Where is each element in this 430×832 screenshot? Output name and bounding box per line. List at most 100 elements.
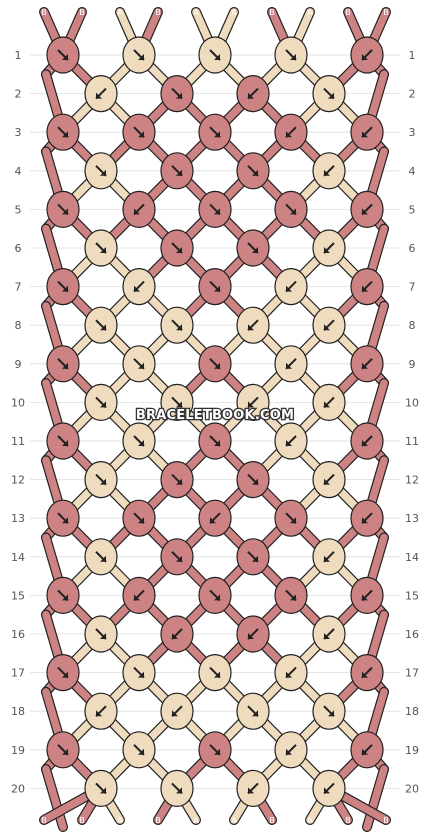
- arrow-down-right-icon: [57, 49, 69, 61]
- row-number-right: 8: [409, 319, 416, 332]
- knot: [46, 422, 80, 460]
- knot: [46, 345, 80, 383]
- knot: [236, 74, 270, 113]
- arrow-down-right-icon: [209, 744, 221, 756]
- arrow-down-right-icon: [209, 126, 221, 138]
- knot: [122, 190, 156, 228]
- strand-label-bottom: A: [231, 816, 237, 825]
- row-number-left: 13: [11, 512, 25, 525]
- knot: [236, 383, 270, 421]
- knot: [312, 229, 346, 267]
- row-number-right: 14: [405, 551, 419, 564]
- row-number-left: 6: [15, 242, 22, 255]
- arrow-down-right-icon: [57, 280, 69, 293]
- arrow-down-right-icon: [323, 705, 335, 717]
- row-number-right: 12: [405, 474, 419, 487]
- arrow-down-right-icon: [209, 435, 221, 447]
- arrow-down-right-icon: [133, 744, 145, 756]
- knot: [46, 113, 80, 151]
- knot: [236, 306, 270, 344]
- row-number-left: 2: [15, 88, 22, 101]
- knot: [122, 345, 156, 383]
- knot: [312, 769, 346, 808]
- knot: [312, 152, 346, 190]
- strand-label-top: A: [307, 8, 313, 17]
- arrow-down-right-icon: [209, 358, 221, 370]
- knot: [312, 74, 346, 113]
- arrow-down-right-icon: [285, 203, 297, 216]
- arrow-down-left-icon: [323, 319, 335, 331]
- row-number-right: 20: [405, 782, 419, 795]
- knot: [274, 345, 308, 383]
- strand-label-bottom: A: [117, 816, 123, 825]
- knot: [160, 383, 194, 421]
- arrow-down-left-icon: [323, 628, 335, 640]
- row-number-right: 9: [409, 358, 416, 371]
- arrow-down-right-icon: [323, 87, 335, 100]
- strand-label-top: A: [117, 8, 123, 17]
- arrow-down-right-icon: [171, 551, 183, 563]
- knot: [46, 36, 80, 74]
- arrow-down-right-icon: [247, 473, 259, 486]
- arrow-down-left-icon: [133, 280, 145, 293]
- arrow-down-right-icon: [247, 165, 259, 177]
- arrow-down-left-icon: [361, 358, 373, 370]
- knot: [236, 615, 270, 653]
- knot: [122, 422, 156, 460]
- knot: [122, 36, 156, 74]
- row-number-right: 17: [405, 667, 419, 680]
- knot: [46, 576, 80, 615]
- strand-label-top: B: [155, 8, 161, 17]
- row-number-left: 3: [15, 126, 22, 139]
- arrow-down-left-icon: [323, 782, 335, 795]
- row-number-right: 3: [409, 126, 416, 139]
- arrow-down-right-icon: [285, 49, 297, 61]
- watermark: BRACELETBOOK.COM: [136, 408, 294, 423]
- arrow-down-left-icon: [247, 782, 259, 795]
- strand-label-top: B: [79, 8, 85, 17]
- row-number-left: 8: [15, 319, 22, 332]
- knot: [46, 268, 80, 306]
- knot: [350, 268, 384, 306]
- knot: [84, 74, 118, 113]
- knot: [274, 113, 308, 151]
- arrow-down-right-icon: [57, 435, 69, 447]
- row-number-left: 14: [11, 551, 25, 564]
- arrow-down-left-icon: [171, 705, 183, 717]
- knot: [274, 36, 308, 74]
- arrow-down-right-icon: [209, 280, 221, 293]
- arrow-down-left-icon: [95, 87, 107, 100]
- arrow-down-left-icon: [361, 435, 373, 447]
- knot: [350, 653, 384, 692]
- row-number-right: 13: [405, 512, 419, 525]
- arrow-down-right-icon: [133, 126, 145, 138]
- knot: [236, 538, 270, 576]
- arrow-down-right-icon: [247, 551, 259, 563]
- row-number-left: 9: [15, 358, 22, 371]
- arrow-down-right-icon: [171, 87, 183, 100]
- row-number-left: 4: [15, 165, 22, 178]
- knot: [350, 731, 384, 769]
- knot: [312, 383, 346, 421]
- arrow-down-right-icon: [133, 49, 145, 61]
- knot: [198, 190, 232, 228]
- knot: [350, 499, 384, 537]
- knot: [160, 74, 194, 113]
- row-number-right: 15: [405, 589, 419, 602]
- knot: [160, 461, 194, 499]
- row-number-right: 16: [405, 628, 419, 641]
- knot: [198, 36, 232, 74]
- row-number-right: 5: [409, 203, 416, 216]
- knot: [350, 113, 384, 151]
- arrow-down-left-icon: [133, 203, 145, 216]
- arrow-down-left-icon: [323, 551, 335, 563]
- arrow-down-left-icon: [285, 358, 297, 370]
- strand-label-top: B: [383, 8, 389, 17]
- arrow-down-left-icon: [285, 744, 297, 756]
- arrow-down-right-icon: [133, 666, 145, 679]
- knot: [122, 653, 156, 692]
- knot: [46, 653, 80, 692]
